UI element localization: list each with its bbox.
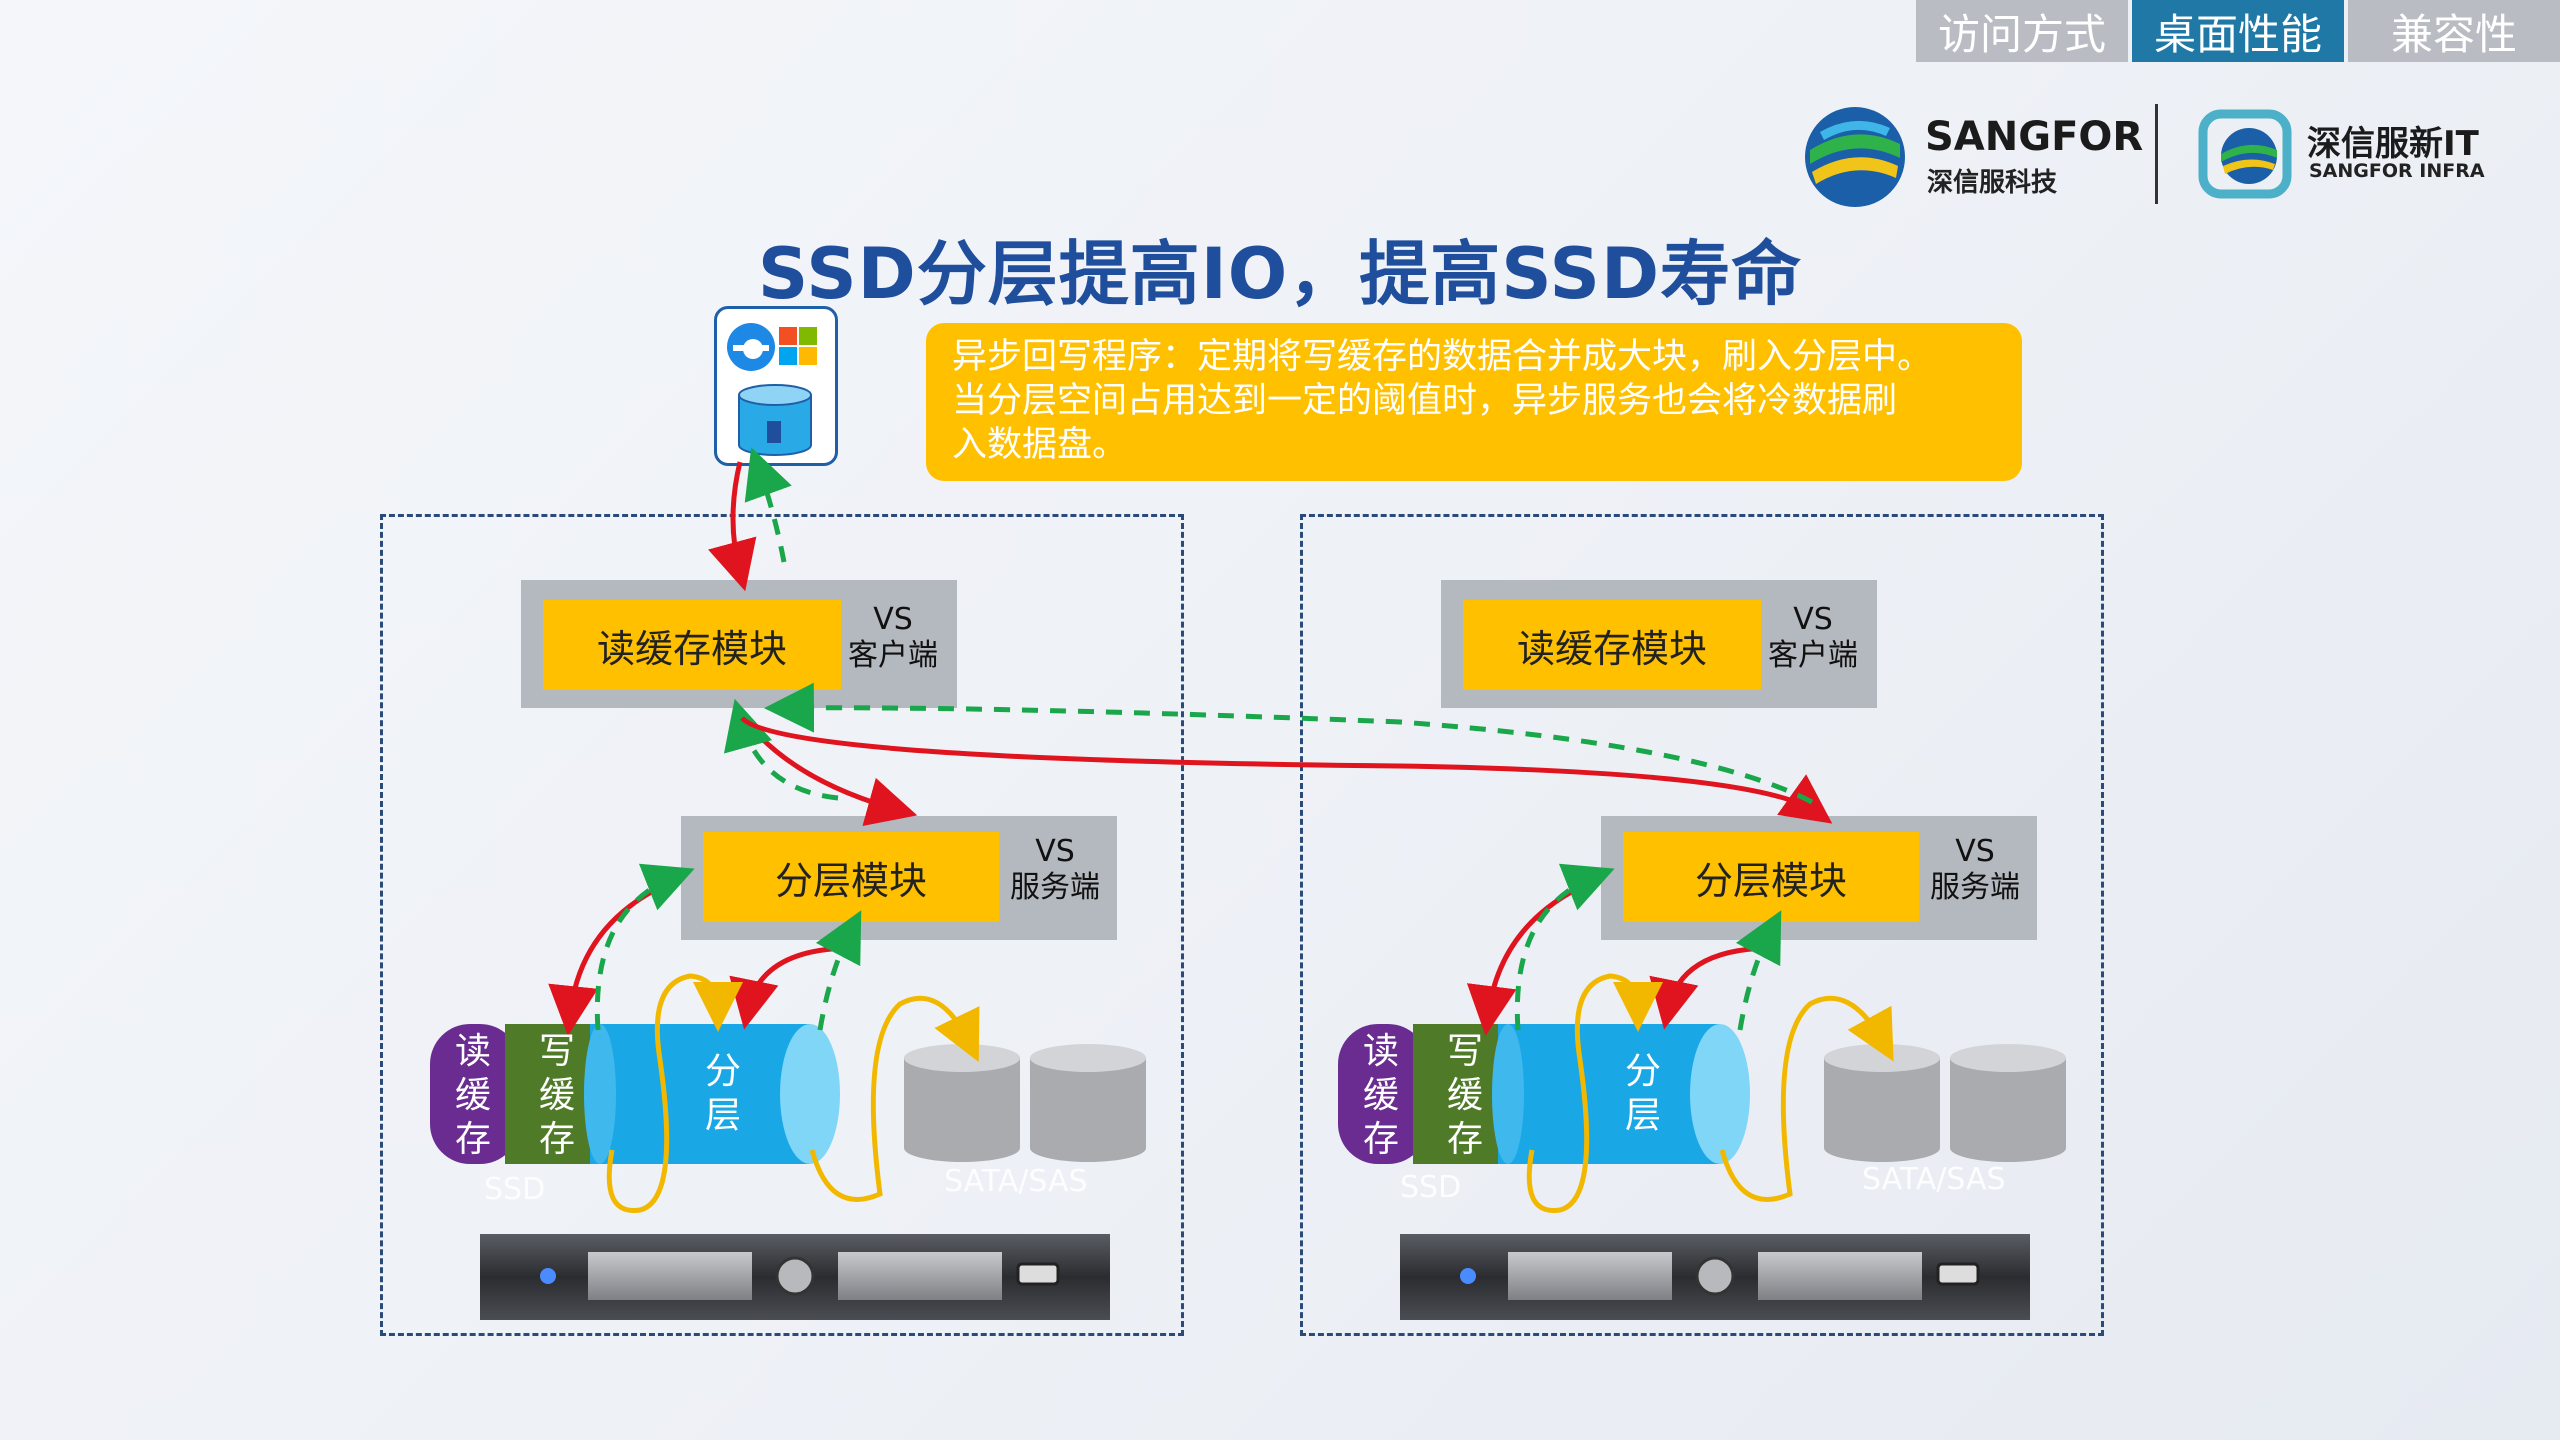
note-line-1: 异步回写程序：定期将写缓存的数据合并成大块，刷入分层中。 bbox=[952, 337, 1933, 377]
ssd-label-right: SSD bbox=[1400, 1170, 1462, 1205]
sata-disks-right bbox=[1824, 1044, 2066, 1162]
char: 缓 bbox=[538, 1075, 575, 1116]
power-led-icon bbox=[1460, 1268, 1476, 1284]
vs-text: VS bbox=[873, 602, 913, 637]
sangfor-infra-logo: 深信服新IT SANGFOR INFRA bbox=[2195, 102, 2515, 212]
sangfor-globe-icon bbox=[1805, 107, 1905, 207]
vs-text: VS bbox=[1955, 834, 1995, 869]
tier-seg-label-right: 分 层 bbox=[1623, 1050, 1663, 1138]
char: 存 bbox=[1446, 1119, 1483, 1160]
read-cache-seg-label-right: 读 缓 存 bbox=[1361, 1030, 1401, 1162]
server-role-text: 服务端 bbox=[1930, 870, 2020, 905]
char: 存 bbox=[538, 1119, 575, 1160]
tier-module-right: 分层模块 bbox=[1623, 832, 1919, 922]
infra-name: 深信服新IT bbox=[2307, 124, 2479, 164]
ssd-cylinder-right bbox=[1338, 1024, 1750, 1164]
sata-disks-left bbox=[904, 1044, 1146, 1162]
sata-label-left: SATA/SAS bbox=[944, 1164, 1088, 1199]
char: 分 bbox=[704, 1051, 741, 1092]
server-chassis-left bbox=[480, 1234, 1110, 1320]
tab-desktop-performance[interactable]: 桌面性能 bbox=[2132, 0, 2344, 62]
note-line-3: 入数据盘。 bbox=[952, 425, 1128, 465]
char: 缓 bbox=[1362, 1075, 1399, 1116]
write-cache-seg-label-right: 写 缓 存 bbox=[1445, 1030, 1485, 1162]
read-cache-module-right: 读缓存模块 bbox=[1463, 600, 1761, 690]
read-cache-segment-left bbox=[430, 1024, 520, 1164]
char: 存 bbox=[454, 1119, 491, 1160]
vs-client-label-right: VS 客户端 bbox=[1760, 602, 1866, 674]
char: 层 bbox=[704, 1095, 741, 1136]
server-chassis-right bbox=[1400, 1234, 2030, 1320]
vs-client-label-left: VS 客户端 bbox=[840, 602, 946, 674]
slide-title: SSD分层提高IO，提高SSD寿命 bbox=[757, 233, 1803, 315]
vs-text: VS bbox=[1793, 602, 1833, 637]
read-cache-seg-label-left: 读 缓 存 bbox=[453, 1030, 493, 1162]
char: 缓 bbox=[454, 1075, 491, 1116]
sangfor-logo: SANGFOR 深信服科技 bbox=[1800, 102, 2143, 212]
sangfor-subname: 深信服科技 bbox=[1927, 168, 2058, 198]
ssd-label-left: SSD bbox=[484, 1172, 546, 1207]
client-role-text: 客户端 bbox=[1768, 638, 1858, 673]
server-role-text: 服务端 bbox=[1010, 870, 1100, 905]
char: 层 bbox=[1624, 1095, 1661, 1136]
async-writeback-note: 异步回写程序：定期将写缓存的数据合并成大块，刷入分层中。 当分层空间占用达到一定… bbox=[926, 323, 2022, 481]
char: 写 bbox=[538, 1031, 575, 1072]
read-cache-module-left: 读缓存模块 bbox=[543, 600, 841, 690]
tab-access-method[interactable]: 访问方式 bbox=[1916, 0, 2128, 62]
sangfor-infra-icon bbox=[2198, 109, 2292, 199]
tab-compatibility[interactable]: 兼容性 bbox=[2348, 0, 2560, 62]
power-led-icon bbox=[540, 1268, 556, 1284]
host-region-right bbox=[1300, 514, 2104, 1336]
host-region-left bbox=[380, 514, 1184, 1336]
read-cache-segment-right bbox=[1338, 1024, 1428, 1164]
sangfor-name: SANGFOR bbox=[1925, 114, 2144, 160]
top-tab-bar: 访问方式 桌面性能 兼容性 bbox=[1916, 0, 2560, 62]
infra-subname: SANGFOR INFRA bbox=[2309, 160, 2485, 182]
tier-seg-label-left: 分 层 bbox=[703, 1050, 743, 1138]
tier-end-cap-left bbox=[780, 1024, 840, 1164]
vs-server-label-right: VS 服务端 bbox=[1920, 834, 2030, 906]
char: 读 bbox=[1362, 1031, 1399, 1072]
client-role-text: 客户端 bbox=[848, 638, 938, 673]
ssd-cylinder-left bbox=[430, 1024, 840, 1164]
char: 读 bbox=[454, 1031, 491, 1072]
vs-text: VS bbox=[1035, 834, 1075, 869]
edge-windows-disk-icon bbox=[727, 323, 817, 456]
sata-label-right: SATA/SAS bbox=[1862, 1162, 2006, 1197]
logo-divider bbox=[2155, 104, 2158, 204]
vs-server-label-left: VS 服务端 bbox=[1000, 834, 1110, 906]
char: 分 bbox=[1624, 1051, 1661, 1092]
char: 写 bbox=[1446, 1031, 1483, 1072]
tier-module-left: 分层模块 bbox=[703, 832, 999, 922]
write-cache-seg-label-left: 写 缓 存 bbox=[537, 1030, 577, 1162]
char: 存 bbox=[1362, 1119, 1399, 1160]
char: 缓 bbox=[1446, 1075, 1483, 1116]
note-line-2: 当分层空间占用达到一定的阈值时，异步服务也会将冷数据刷 bbox=[952, 381, 1898, 421]
tier-end-cap-right bbox=[1690, 1024, 1750, 1164]
tier-segment-left bbox=[590, 1024, 810, 1164]
tier-segment-right bbox=[1498, 1024, 1720, 1164]
